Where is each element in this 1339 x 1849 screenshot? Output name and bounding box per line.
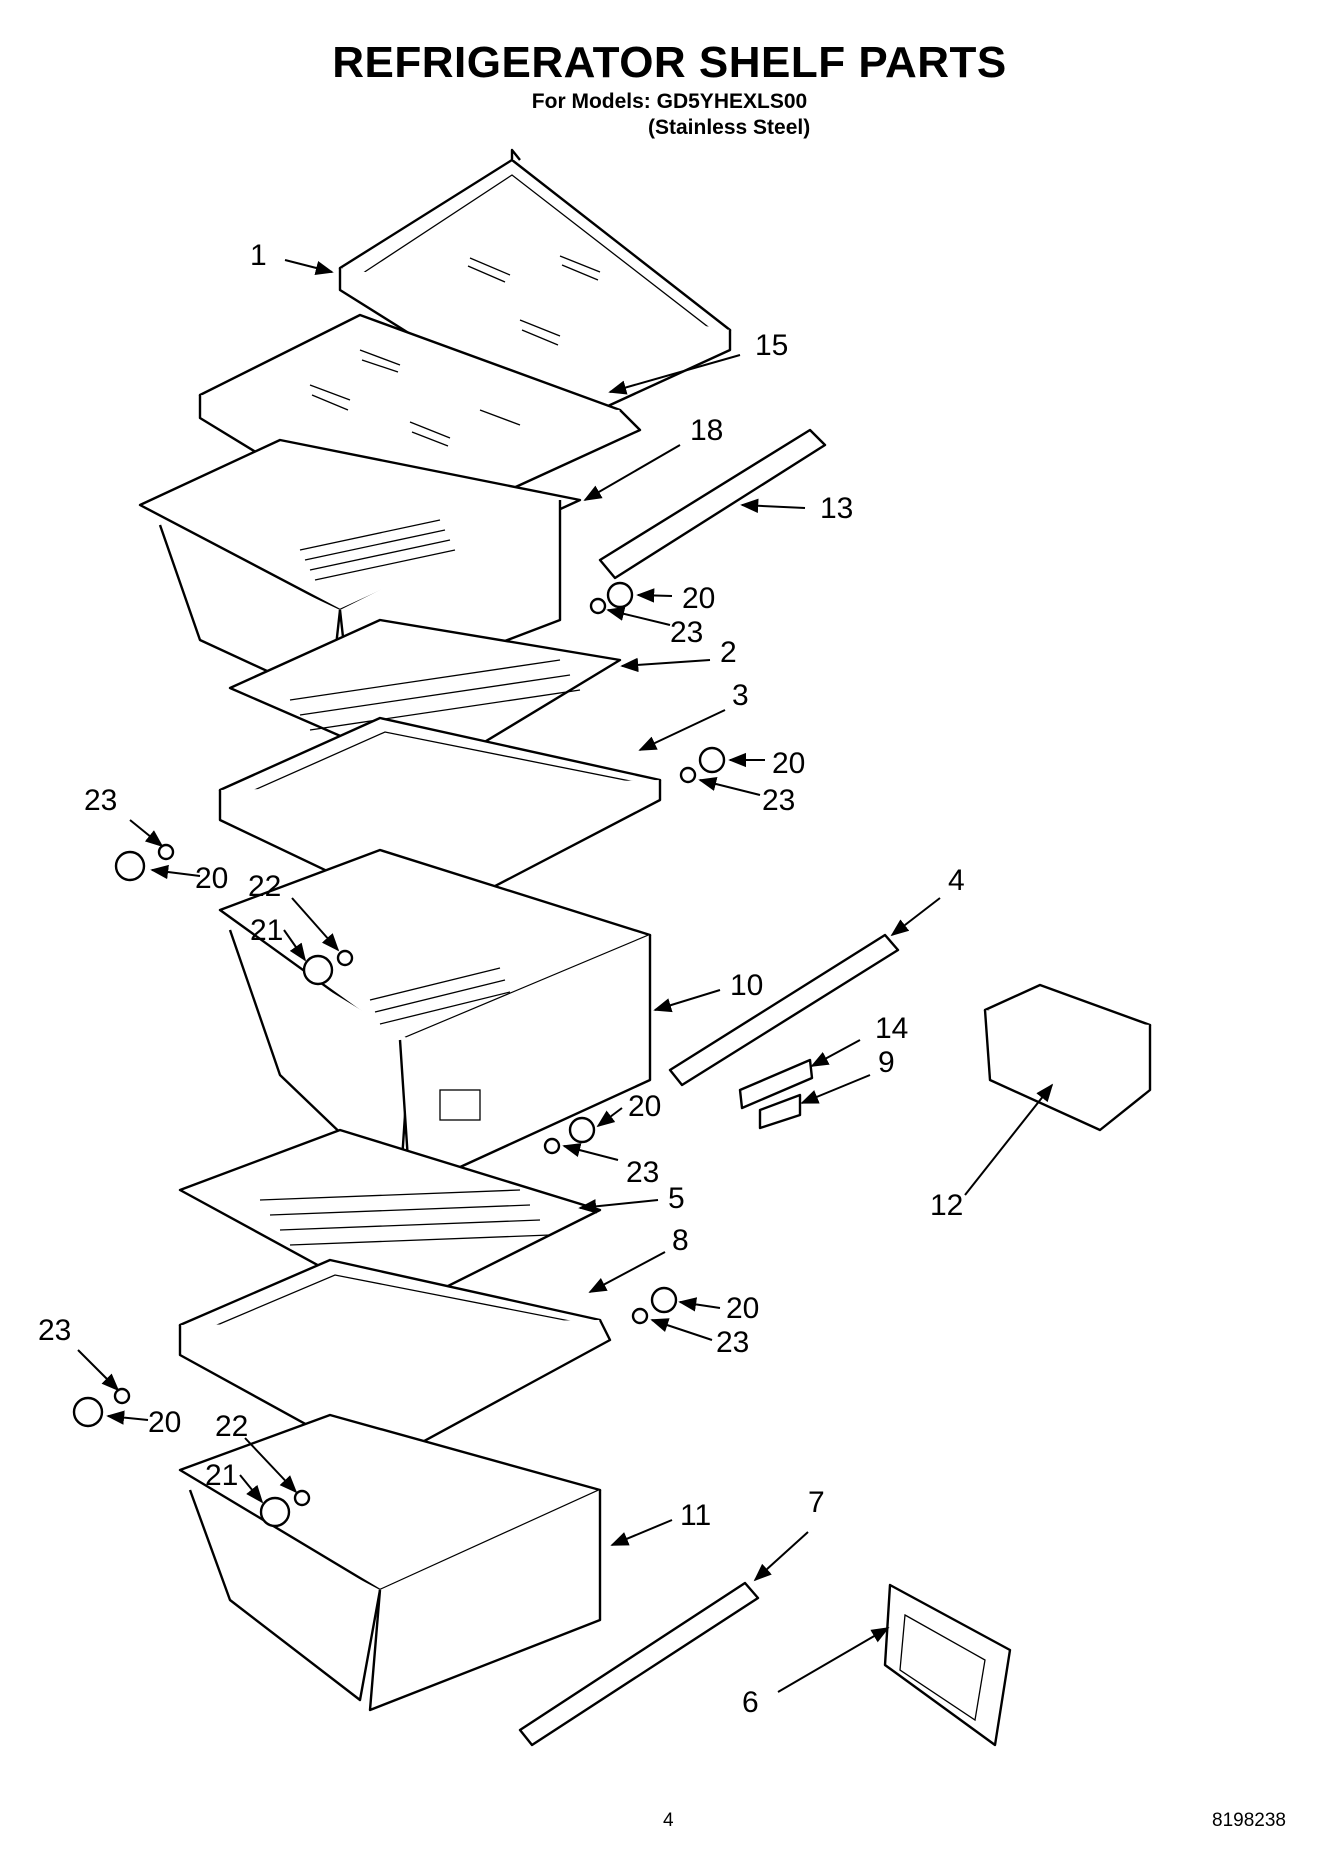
callout-label: 20 (772, 747, 805, 780)
callout-label: 1 (250, 239, 267, 272)
callout-label: 2 (720, 636, 737, 669)
callout-label: 20 (682, 582, 715, 615)
callout-label: 23 (38, 1314, 71, 1347)
rail-part-4 (668, 933, 900, 1087)
callout-label: 21 (250, 914, 283, 947)
rail-part-13 (598, 428, 827, 580)
callout-label: 15 (755, 329, 788, 362)
callout-label: 21 (205, 1459, 238, 1492)
bracket-part-6 (883, 1583, 1012, 1747)
callout-label: 7 (808, 1486, 825, 1519)
models-line: For Models: GD5YHEXLS00 (531, 90, 808, 113)
bin-part-12 (983, 983, 1152, 1132)
callout-label: 11 (680, 1499, 711, 1532)
callout-label: 20 (195, 862, 228, 895)
callout-label: 23 (84, 784, 117, 817)
callout-label: 23 (670, 616, 703, 649)
page-title: REFRIGERATOR SHELF PARTS (332, 38, 1007, 87)
callout-label: 14 (875, 1012, 908, 1045)
page-number: 4 (663, 1810, 674, 1831)
callout-label: 23 (762, 784, 795, 817)
crisper-pan-part-11 (178, 1413, 602, 1712)
cover-frame-part-3 (218, 716, 662, 922)
bracket-parts-14-9 (738, 1058, 814, 1130)
callout-label: 3 (732, 679, 749, 712)
callout-label: 9 (878, 1046, 895, 1079)
callout-label: 23 (626, 1156, 659, 1189)
document-number: 8198238 (1212, 1810, 1286, 1831)
upper-crisper-pan (138, 438, 582, 702)
callout-label: 10 (730, 969, 763, 1002)
callout-label: 4 (948, 864, 965, 897)
callout-label: 20 (148, 1406, 181, 1439)
callout-label: 23 (716, 1326, 749, 1359)
callout-labels: 1 15 18 13 20 23 2 3 20 23 23 20 22 21 4… (38, 239, 965, 1719)
callout-label: 20 (726, 1292, 759, 1325)
callout-label: 12 (930, 1189, 963, 1222)
callout-label: 5 (668, 1182, 685, 1215)
callout-label: 8 (672, 1224, 689, 1257)
glass-shelf-part-1 (338, 148, 732, 430)
crisper-pan-part-10 (218, 848, 652, 1192)
callout-label: 6 (742, 1686, 759, 1719)
callout-label: 18 (690, 414, 723, 447)
rail-part-7 (518, 1581, 760, 1747)
callout-label: 22 (215, 1410, 248, 1443)
callout-label: 13 (820, 492, 853, 525)
callout-label: 20 (628, 1090, 661, 1123)
fasteners (72, 581, 726, 1528)
callout-label: 22 (248, 870, 281, 903)
leader-lines (77, 259, 1054, 1693)
finish-line: (Stainless Steel) (648, 116, 811, 139)
